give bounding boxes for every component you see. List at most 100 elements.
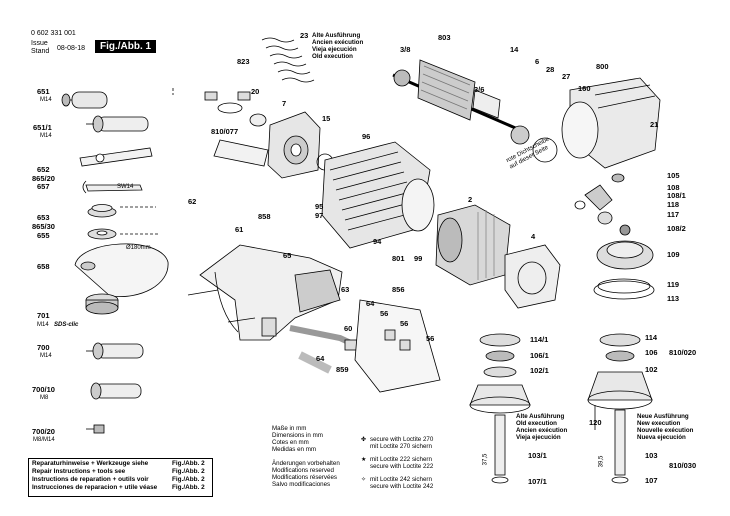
old-version-label-es: Vieja ejecución (312, 46, 357, 53)
part-label-65: 65 (283, 251, 292, 260)
issue-date: 08-08-18 (57, 45, 86, 52)
part-label-15: 15 (322, 114, 331, 123)
part-label-14: 14 (510, 45, 519, 54)
part-label-823: 823 (237, 57, 250, 66)
part-label-95: 95 (315, 202, 324, 211)
dimension-37-5: 37,5 (482, 453, 489, 466)
changes-note-en: Modifications reserved (272, 467, 334, 474)
part-label-803: 803 (438, 33, 451, 42)
part-label-106: 106 (645, 348, 658, 357)
quick-nut-701 (85, 293, 119, 315)
part-label-3-8: 3/8 (400, 45, 411, 54)
part-label-63: 63 (341, 285, 350, 294)
part-label-658: 658 (37, 262, 50, 271)
gear-housing-800 (561, 77, 661, 169)
part-sub-701: M14 (37, 322, 49, 328)
new-execution-label-de: Neue Ausführung (637, 413, 689, 420)
field-coil-2 (435, 204, 511, 286)
changes-note-de: Änderungen vorbehalten (272, 460, 340, 467)
part-label-858: 858 (258, 212, 271, 221)
part-label-810-077: 810/077 (211, 127, 239, 136)
side-handle-651-1 (86, 115, 149, 133)
part-label-800: 800 (596, 62, 609, 71)
wrench-657 (82, 180, 143, 194)
repair-line-en: Repair Instructions + tools see (32, 468, 126, 475)
document-number: 0 602 331 001 (31, 30, 76, 37)
part-label-62: 62 (188, 197, 197, 206)
nut-655 (87, 228, 117, 240)
part-label-651: 651 (37, 87, 50, 96)
handle-700-10 (90, 382, 142, 400)
units-note-es: Medidas en mm (272, 446, 317, 453)
part-label-7: 7 (282, 99, 287, 108)
stand-label: Stand (31, 48, 50, 55)
part-label-120: 120 (589, 418, 602, 427)
flange-653 (87, 204, 117, 218)
loctite-222-note: ★ mit Loctite 222 sichern secure with Lo… (361, 456, 434, 470)
changes-note-fr: Modifications réservées (272, 474, 337, 481)
part-label-23: 23 (300, 31, 309, 40)
repair-line-de: Reparaturhinweise + Werkzeuge siehe (32, 460, 149, 467)
changes-note-es: Salvo modificaciones (272, 481, 331, 488)
part-label-27: 27 (562, 72, 571, 81)
part-label-859: 859 (336, 365, 349, 374)
old-execution-label-es: Vieja ejecución (516, 434, 561, 441)
brush-holders (204, 91, 269, 167)
repair-ref-de[interactable]: Fig./Abb. 2 (172, 460, 205, 467)
armature-803 (392, 59, 558, 163)
part-label-103-1: 103/1 (528, 451, 547, 460)
part-label-61: 61 (235, 225, 244, 234)
loctite-270-line-1: secure with Loctite 270 (370, 436, 434, 443)
part-label-108: 108 (667, 183, 680, 192)
part-label-107-1: 107/1 (528, 477, 547, 486)
part-label-3-6: 3/6 (474, 85, 485, 94)
loctite-270-line-2: mit Loctite 270 sichern (370, 443, 432, 450)
loctite-222-line-2: secure with Loctite 222 (370, 463, 434, 470)
old-execution-label-en: Old execution (516, 420, 557, 427)
part-label-102-1: 102/1 (530, 366, 549, 375)
old-version-label-en: Old execution (312, 53, 353, 60)
part-label-64-b: 64 (316, 354, 325, 363)
sds-clic-label: SDS-clic (54, 322, 79, 328)
part-label-160: 160 (578, 84, 591, 93)
part-label-119: 119 (667, 280, 680, 289)
loctite-270-note: ✤ secure with Loctite 270 mit Loctite 27… (361, 436, 434, 450)
repair-ref-fr[interactable]: Fig./Abb. 2 (172, 476, 205, 483)
handle-700 (86, 342, 144, 360)
repair-line-es: Instrucciones de reparacion + utile véas… (32, 484, 158, 491)
part-label-6: 6 (535, 57, 540, 66)
part-label-856: 856 (392, 285, 405, 294)
part-sub-700-20: M8/M14 (33, 437, 55, 443)
loctite-242-note: ✧ mit Loctite 242 sichern secure with Lo… (361, 476, 434, 490)
part-label-56-c: 56 (426, 334, 435, 343)
old-version-label-fr: Ancien exécution (312, 39, 364, 46)
loctite-222-line-1: mit Loctite 222 sichern (370, 456, 432, 463)
part-label-114-1: 114/1 (530, 335, 549, 344)
bearing-flange-15 (267, 111, 334, 179)
repair-ref-en[interactable]: Fig./Abb. 2 (172, 468, 205, 475)
part-label-64-a: 64 (366, 299, 375, 308)
cable-sleeve-859 (298, 351, 332, 374)
part-label-657: 657 (37, 182, 50, 191)
spanner-652 (79, 147, 153, 167)
end-shield-4 (504, 244, 561, 309)
part-label-56-b: 56 (400, 319, 409, 328)
part-label-653: 653 (37, 213, 50, 222)
disc-diameter-label: Ø180mm (126, 245, 151, 251)
power-cable-60 (289, 325, 366, 351)
repair-ref-es[interactable]: Fig./Abb. 2 (172, 484, 205, 491)
part-label-28: 28 (546, 65, 555, 74)
part-label-97: 97 (315, 211, 324, 220)
part-label-651-1: 651/1 (33, 123, 52, 132)
part-label-106-1: 106/1 (530, 351, 549, 360)
part-label-108-2: 108/2 (667, 224, 686, 233)
side-handle-651 (61, 91, 108, 109)
loctite-242-line-2: secure with Loctite 242 (370, 483, 434, 490)
part-label-117: 117 (667, 210, 680, 219)
loctite-242-line-1: mit Loctite 242 sichern (370, 476, 432, 483)
part-label-865-30: 865/30 (32, 222, 55, 231)
guard-658 (74, 243, 169, 298)
stud-700-20 (86, 424, 105, 434)
new-execution-label-fr: Nouvelle exécution (637, 427, 694, 434)
figure-title: Fig./Abb. 1 (95, 40, 157, 53)
